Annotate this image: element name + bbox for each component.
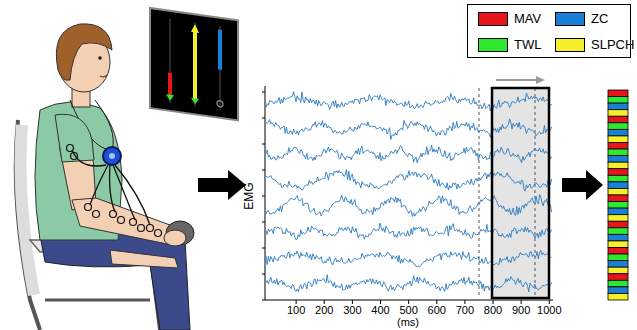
feature-cell bbox=[608, 175, 628, 182]
tick-mark bbox=[262, 144, 265, 145]
axis-label: (ms) bbox=[397, 317, 419, 328]
feature-cell bbox=[608, 274, 628, 281]
tick-mark bbox=[262, 170, 265, 171]
feature-cell bbox=[608, 129, 628, 136]
emg-trace bbox=[266, 169, 552, 191]
tick-label: 800 bbox=[484, 305, 502, 316]
tick-mark bbox=[262, 300, 265, 301]
legend-swatch bbox=[555, 38, 585, 52]
feature-cell bbox=[608, 143, 628, 150]
feature-cell bbox=[608, 90, 628, 97]
feature-cell bbox=[608, 215, 628, 222]
tick-mark bbox=[296, 300, 297, 304]
legend-item: SLPCH bbox=[555, 37, 634, 52]
feature-cell bbox=[608, 188, 628, 195]
feature-cell bbox=[608, 267, 628, 274]
feature-cell bbox=[608, 234, 628, 241]
tick-label: 500 bbox=[399, 305, 417, 316]
tick-label: 100 bbox=[287, 305, 305, 316]
feature-cell bbox=[608, 97, 628, 104]
feature-cell bbox=[608, 195, 628, 202]
tick-mark bbox=[262, 274, 265, 275]
feature-cell bbox=[608, 169, 628, 176]
feature-cell bbox=[608, 228, 628, 235]
legend-item: MAV bbox=[478, 11, 541, 26]
feedback-screen bbox=[150, 8, 238, 120]
tick-label: 200 bbox=[315, 305, 333, 316]
feature-cell bbox=[608, 162, 628, 169]
legend-text: MAV bbox=[514, 11, 541, 26]
legend-text: SLPCH bbox=[591, 37, 634, 52]
tick-mark bbox=[464, 300, 465, 304]
tick-label: 700 bbox=[456, 305, 474, 316]
feature-cell bbox=[608, 116, 628, 123]
tick-mark bbox=[352, 300, 353, 304]
tick-mark bbox=[262, 92, 265, 93]
feature-cell bbox=[608, 248, 628, 255]
tick-mark bbox=[408, 300, 409, 304]
tick-label: 300 bbox=[343, 305, 361, 316]
tick-mark bbox=[436, 300, 437, 304]
tick-label: 600 bbox=[428, 305, 446, 316]
legend-swatch bbox=[478, 38, 508, 52]
feature-cell bbox=[608, 202, 628, 209]
feature-cell bbox=[608, 103, 628, 110]
tick-mark bbox=[493, 300, 494, 304]
feature-cell bbox=[608, 156, 628, 163]
flow-arrow bbox=[198, 170, 246, 200]
legend-text: TWL bbox=[514, 37, 541, 52]
feature-cell bbox=[608, 149, 628, 156]
tick-label: 900 bbox=[512, 305, 530, 316]
feature-cell bbox=[608, 182, 628, 189]
feature-cell bbox=[608, 241, 628, 248]
emg-trace bbox=[266, 250, 552, 266]
feature-vector bbox=[608, 90, 628, 300]
tick-mark bbox=[262, 196, 265, 197]
legend-text: ZC bbox=[591, 11, 608, 26]
feature-cell bbox=[608, 287, 628, 294]
emg-trace bbox=[266, 145, 552, 163]
feature-cell bbox=[608, 280, 628, 287]
feature-cell bbox=[608, 208, 628, 215]
flow-arrow bbox=[562, 170, 603, 200]
feature-cell bbox=[608, 293, 628, 300]
emg-plot bbox=[265, 76, 553, 300]
feature-cell bbox=[608, 136, 628, 143]
tick-mark bbox=[549, 300, 550, 304]
emg-trace bbox=[266, 275, 552, 292]
emg-trace bbox=[266, 223, 552, 240]
feature-cell bbox=[608, 261, 628, 268]
tick-mark bbox=[262, 222, 265, 223]
window-box bbox=[492, 88, 549, 298]
tick-mark bbox=[262, 118, 265, 119]
legend-swatch bbox=[478, 12, 508, 26]
legend-item: TWL bbox=[478, 37, 541, 52]
legend-item: ZC bbox=[555, 11, 608, 26]
axis-label: EMG bbox=[243, 182, 255, 209]
tick-label: 1000 bbox=[537, 305, 561, 316]
feature-cell bbox=[608, 110, 628, 117]
emg-trace bbox=[266, 92, 552, 112]
emg-trace bbox=[266, 119, 552, 140]
legend-swatch bbox=[555, 12, 585, 26]
tick-mark bbox=[380, 300, 381, 304]
tick-label: 400 bbox=[371, 305, 389, 316]
tick-mark bbox=[324, 300, 325, 304]
feature-cell bbox=[608, 254, 628, 261]
emg-trace bbox=[266, 195, 552, 217]
tick-mark bbox=[521, 300, 522, 304]
tick-mark bbox=[262, 248, 265, 249]
feature-cell bbox=[608, 123, 628, 130]
feature-cell bbox=[608, 221, 628, 228]
